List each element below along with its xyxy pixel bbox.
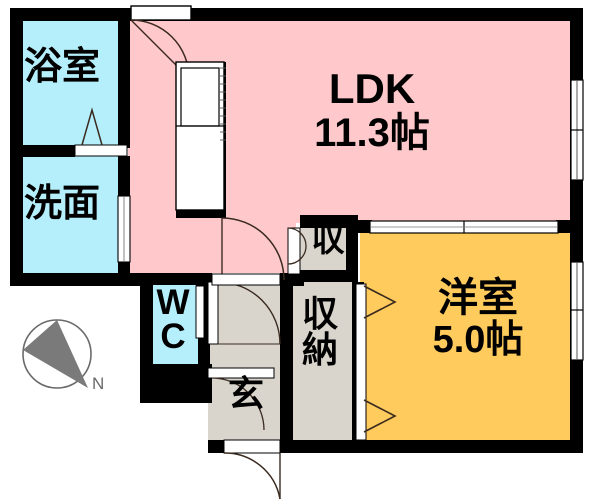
room-label-yoshitsu: 洋室 5.0帖 (398, 278, 558, 360)
compass-rose (22, 319, 92, 389)
room-label-closet-large: 収 納 (297, 296, 343, 368)
room-label-yokushitsu: 浴室 (23, 46, 100, 88)
room-label-closet-large-line2: 納 (301, 329, 338, 370)
room-fill-genkan (208, 372, 288, 442)
window-senmen (117, 195, 131, 263)
kitchen-sink (180, 67, 220, 127)
doors (74, 19, 559, 500)
door-yoshitsu-sliding (369, 220, 559, 234)
compass-needle-dark (23, 320, 88, 388)
wall-closet-large-bottom (280, 440, 364, 453)
wall-lower-left-block (140, 364, 212, 403)
room-label-yoshitsu-name: 洋室 (438, 276, 518, 320)
wall-senmen-right-b (118, 262, 130, 286)
room-fill-closet-small (300, 222, 352, 274)
wall-wc-top (140, 273, 200, 285)
wall-yoshitsu-top-right (556, 220, 583, 233)
room-fills (20, 20, 583, 442)
wall-closet-small-right (346, 215, 358, 282)
door-closet-small (287, 227, 307, 275)
room-fill-yoshitsu (360, 232, 583, 440)
wall-bath-right (118, 20, 130, 148)
room-label-yoshitsu-size: 5.0帖 (432, 318, 524, 361)
window-ldk-top (130, 5, 192, 21)
kitchen-fixture (175, 61, 226, 211)
room-label-closet-large-line1: 収 (301, 293, 338, 334)
wall-closet-small-bottom (292, 270, 358, 282)
threshold-hallway (211, 273, 281, 286)
room-fill-wc (148, 282, 200, 364)
room-label-wc: W C (148, 283, 198, 356)
window-yoshitsu-right (570, 261, 584, 361)
room-label-senmen: 洗面 (23, 183, 100, 225)
room-fill-senmen (20, 155, 120, 273)
wall-senmen-right (118, 156, 130, 196)
room-label-ldk-size: 11.3帖 (314, 110, 430, 155)
windows (117, 5, 584, 361)
door-genkan (207, 367, 275, 431)
door-wc (195, 285, 205, 339)
room-label-genkan: 玄 (227, 373, 264, 414)
room-label-closet-small: 収 (311, 221, 345, 258)
door-closet-large (355, 283, 397, 441)
room-label-wc-line2: C (160, 316, 186, 356)
room-label-wc-line1: W (156, 283, 190, 322)
wall-top-outer (10, 8, 583, 21)
room-fill-yokushitsu (20, 20, 120, 147)
room-fill-ldk-right (296, 20, 583, 223)
wall-closet-small-top (300, 215, 358, 228)
kitchen-burner-marks (220, 67, 226, 141)
room-label-ldk-name: LDK (328, 65, 416, 112)
wall-left-outer (10, 8, 23, 286)
door-entrance (223, 439, 281, 500)
door-bath (74, 107, 128, 157)
compass-north-label: N (92, 374, 105, 393)
wall-hallway-bottom (208, 440, 224, 453)
wall-closet-large-left (280, 282, 293, 442)
room-label-ldk: LDK 11.3帖 (292, 65, 452, 155)
wall-yoshitsu-top-left (358, 220, 372, 233)
door-ldk-hallway (221, 217, 285, 281)
window-ldk-right (570, 79, 584, 181)
room-fill-closet-large (292, 282, 358, 442)
wall-bath-bottom (10, 273, 140, 286)
wall-bath-senmen-divider (20, 145, 75, 157)
